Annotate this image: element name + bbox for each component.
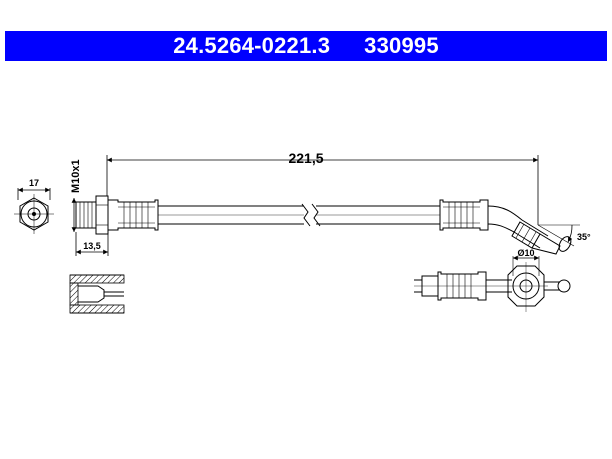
thread-dimension: M10x1 <box>70 159 82 232</box>
part-number: 24.5264-0221.3 <box>173 33 331 58</box>
hex-size-label: 17 <box>29 178 39 188</box>
title-banner: 24.5264-0221.3 330995 <box>5 31 607 61</box>
banjo-detail-view: Ø10 <box>414 248 571 312</box>
hose-assembly: 35° <box>75 195 591 255</box>
fitting-section <box>69 274 125 314</box>
fitting-length-label: 13,5 <box>83 241 101 251</box>
fitting-length-dimension: 13,5 <box>75 232 109 256</box>
thread-label: M10x1 <box>70 159 82 193</box>
reference-number: 330995 <box>364 33 439 58</box>
end-view-hex: 17 <box>14 178 54 234</box>
bend-angle-label: 35° <box>577 232 591 242</box>
bore-diameter-label: Ø10 <box>517 248 534 258</box>
length-dimension: 221,5 <box>106 150 539 225</box>
overall-length-label: 221,5 <box>288 150 323 166</box>
